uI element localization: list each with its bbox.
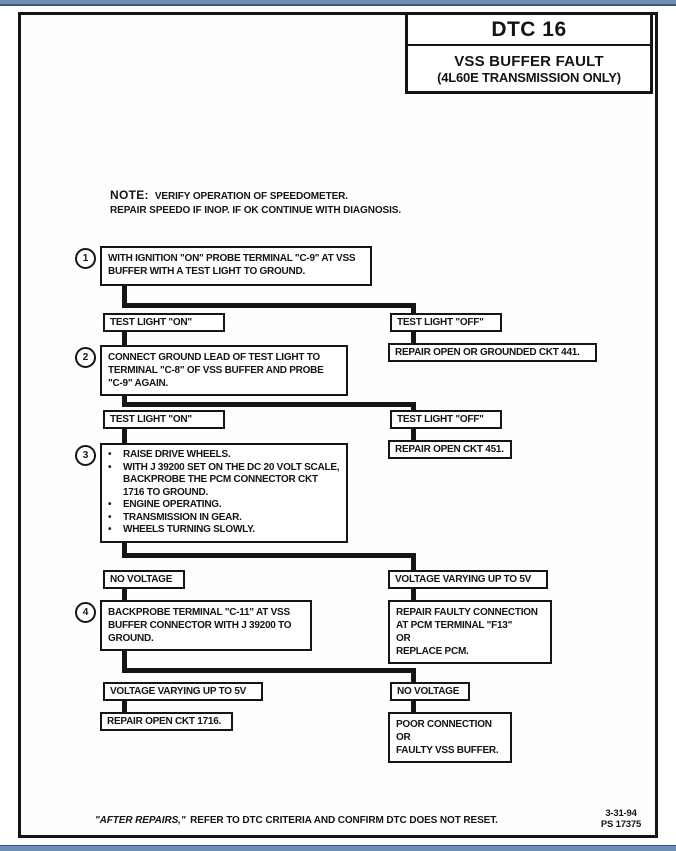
connector-line	[122, 553, 416, 558]
outcome-test-light-off-2: TEST LIGHT "OFF"	[390, 410, 502, 429]
outcome-voltage-varying-2: VOLTAGE VARYING UP TO 5V	[103, 682, 263, 701]
footer-doc-number: PS 17375	[600, 819, 642, 830]
footer-instruction-text: REFER TO DTC CRITERIA AND CONFIRM DTC DO…	[187, 815, 498, 826]
action-repair-ckt-451: REPAIR OPEN CKT 451.	[388, 440, 512, 459]
outcome-voltage-varying-1: VOLTAGE VARYING UP TO 5V	[388, 570, 548, 589]
bottom-edge-bar	[0, 845, 676, 851]
step4-line: BACKPROBE TERMINAL "C-11" AT VSS	[108, 607, 290, 618]
step3-bullet: • TRANSMISSION IN GEAR.	[108, 512, 340, 525]
outcome-test-light-on-1: TEST LIGHT "ON"	[103, 313, 225, 332]
dtc-name-block: VSS BUFFER FAULT (4L60E TRANSMISSION ONL…	[408, 46, 650, 85]
step3-bullet: • RAISE DRIVE WHEELS.	[108, 449, 340, 462]
top-edge-bar	[0, 0, 676, 6]
step3-bullet-text: RAISE DRIVE WHEELS.	[123, 449, 231, 460]
footer-after-repairs: "AFTER REPAIRS,"	[95, 815, 186, 826]
bullet-icon: •	[108, 461, 112, 473]
connector-line	[411, 587, 416, 602]
action-repair-ckt-441: REPAIR OPEN OR GROUNDED CKT 441.	[388, 343, 597, 362]
action-repair-ckt-1716: REPAIR OPEN CKT 1716.	[100, 712, 233, 731]
bullet-icon: •	[108, 449, 112, 460]
step1-line: BUFFER WITH A TEST LIGHT TO GROUND.	[108, 266, 305, 277]
note-line-2: REPAIR SPEEDO IF INOP. IF OK CONTINUE WI…	[110, 205, 402, 216]
connector-line	[122, 303, 416, 308]
connector-line	[122, 668, 416, 673]
step3-bullet: • WITH J 39200 SET ON THE DC 20 VOLT SCAL…	[108, 462, 340, 500]
outcome-test-light-on-2: TEST LIGHT "ON"	[103, 410, 225, 429]
bullet-icon: •	[108, 511, 112, 523]
bullet-icon: •	[108, 524, 112, 535]
step2-line: "C-9" AGAIN.	[108, 378, 169, 389]
step-number-badge: 3	[75, 445, 96, 466]
step3-bullet: • ENGINE OPERATING.	[108, 499, 340, 512]
step3-box: • RAISE DRIVE WHEELS. • WITH J 39200 SET O…	[100, 443, 348, 543]
dtc-qualifier: (4L60E TRANSMISSION ONLY)	[437, 70, 621, 85]
step3-bullet-text: TRANSMISSION IN GEAR.	[123, 511, 242, 523]
connector-line	[122, 535, 127, 558]
note-block: NOTE: VERIFY OPERATION OF SPEEDOMETER. RE…	[110, 188, 401, 218]
connector-line	[122, 649, 127, 673]
outcome-test-light-off-1: TEST LIGHT "OFF"	[390, 313, 502, 332]
step3-bullet-text: WITH J 39200 SET ON THE DC 20 VOLT SCALE…	[123, 461, 340, 498]
footer-instruction: "AFTER REPAIRS," REFER TO DTC CRITERIA A…	[95, 815, 498, 826]
connector-line	[411, 553, 416, 572]
step-number-badge: 4	[75, 602, 96, 623]
connector-line	[411, 699, 416, 714]
step4-line: BUFFER CONNECTOR WITH J 39200 TO	[108, 620, 292, 631]
step3-bullet-text: WHEELS TURNING SLOWLY.	[123, 524, 255, 535]
outcome-no-voltage-2: NO VOLTAGE	[390, 682, 470, 701]
connector-line	[122, 402, 416, 407]
step2-line: CONNECT GROUND LEAD OF TEST LIGHT TO	[108, 352, 320, 363]
connector-line	[122, 330, 127, 347]
dtc-code: DTC 16	[408, 15, 650, 46]
connector-line	[122, 699, 127, 714]
step-number-badge: 1	[75, 248, 96, 269]
note-line-1: NOTE: VERIFY OPERATION OF SPEEDOMETER.	[110, 188, 401, 204]
step3-bullet-text: ENGINE OPERATING.	[123, 499, 222, 510]
step4-line: GROUND.	[108, 633, 154, 644]
action-faulty-vss-buffer-box: POOR CONNECTION OR FAULTY VSS BUFFER.	[388, 712, 512, 763]
action-faulty-vss-line: FAULTY VSS BUFFER.	[396, 745, 499, 756]
action-repair-pcm-line: AT PCM TERMINAL "F13"	[396, 620, 513, 631]
connector-line	[122, 284, 127, 308]
step1-box: WITH IGNITION "ON" PROBE TERMINAL "C-9" …	[100, 246, 372, 286]
bullet-icon: •	[108, 499, 112, 510]
note-label: NOTE:	[110, 188, 149, 202]
footer-date: 3-31-94	[605, 808, 637, 819]
connector-line	[122, 393, 127, 407]
connector-line	[411, 427, 416, 442]
outcome-no-voltage-1: NO VOLTAGE	[103, 570, 185, 589]
connector-line	[411, 668, 416, 684]
step3-bullet: • WHEELS TURNING SLOWLY.	[108, 524, 340, 537]
note-text-1: VERIFY OPERATION OF SPEEDOMETER.	[154, 191, 348, 202]
action-faulty-vss-line: POOR CONNECTION	[396, 719, 492, 730]
connector-line	[122, 587, 127, 602]
step2-line: TERMINAL "C-8" OF VSS BUFFER AND PROBE	[108, 365, 324, 376]
connector-line	[122, 427, 127, 445]
connector-line	[411, 402, 416, 412]
connector-line	[411, 330, 416, 345]
action-repair-pcm-box: REPAIR FAULTY CONNECTION AT PCM TERMINAL…	[388, 600, 552, 664]
action-faulty-vss-line: OR	[396, 732, 411, 743]
step-number-badge: 2	[75, 347, 96, 368]
dtc-name: VSS BUFFER FAULT	[454, 53, 604, 70]
step2-box: CONNECT GROUND LEAD OF TEST LIGHT TO TER…	[100, 345, 348, 396]
connector-line	[411, 303, 416, 315]
step4-box: BACKPROBE TERMINAL "C-11" AT VSS BUFFER …	[100, 600, 312, 651]
action-repair-pcm-line: REPLACE PCM.	[396, 646, 469, 657]
action-repair-pcm-line: REPAIR FAULTY CONNECTION	[396, 607, 538, 618]
step1-line: WITH IGNITION "ON" PROBE TERMINAL "C-9" …	[108, 253, 356, 264]
action-repair-pcm-line: OR	[396, 633, 411, 644]
page-border-frame: DTC 16 VSS BUFFER FAULT (4L60E TRANSMISS…	[18, 12, 658, 838]
footer-reference-block: 3-31-94 PS 17375	[581, 808, 661, 830]
dtc-title-box: DTC 16 VSS BUFFER FAULT (4L60E TRANSMISS…	[405, 12, 653, 94]
